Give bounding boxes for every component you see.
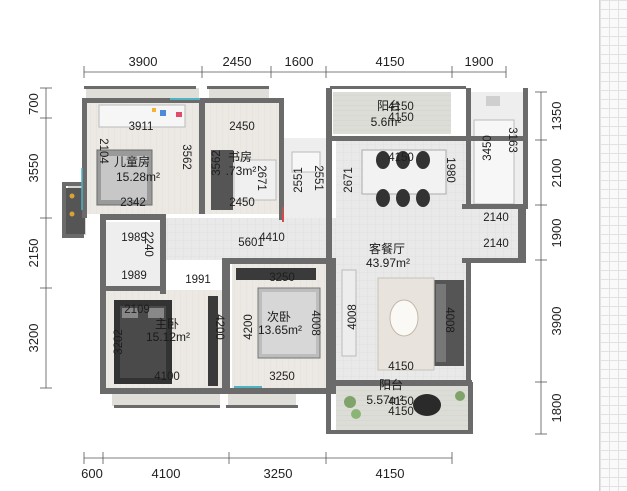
dim-bottom-2: 4100 — [152, 466, 181, 481]
room-area-second: 13.65m² — [258, 323, 302, 337]
dim-top-4: 4150 — [376, 54, 405, 69]
balcony-table-icon — [413, 394, 441, 416]
inner-dim-2240: 2240 — [142, 231, 154, 257]
inner-dim-2551-b: 2551 — [312, 165, 324, 191]
dim-left-2: 3550 — [26, 154, 41, 183]
dim-right-5: 1800 — [549, 394, 564, 423]
dim-top-5: 1900 — [465, 54, 494, 69]
inner-dim-4410: 4410 — [259, 232, 285, 244]
inner-dim-2671-a: 2671 — [255, 165, 267, 191]
inner-dim-2342: 2342 — [120, 197, 146, 209]
inner-dim-4200-b: 4200 — [243, 314, 255, 340]
inner-dim-1991: 1991 — [185, 274, 211, 286]
room-area-study: .73m² — [226, 164, 257, 178]
inner-dim-1989-b: 1989 — [121, 270, 147, 282]
inner-dim-2450-top: 2450 — [229, 121, 255, 133]
dim-right-2: 2100 — [549, 159, 564, 188]
inner-dim-3163: 3163 — [506, 127, 518, 153]
doors-windows — [81, 98, 284, 388]
room-name-study: 书房 — [228, 149, 252, 164]
inner-dimensions: 3911 2450 2104 3562 3562 2671 2342 2450 … — [97, 101, 518, 418]
inner-dim-2140-b: 2140 — [483, 238, 509, 250]
inner-dim-1989-a: 1989 — [121, 232, 147, 244]
dimension-lines — [40, 66, 547, 464]
inner-dim-4150-dining: 4150 — [388, 152, 414, 164]
dim-right-4: 3900 — [549, 307, 564, 336]
inner-dim-3562-a: 3562 — [180, 144, 192, 170]
inner-dim-4100-inner: 4100 — [154, 371, 180, 383]
dim-left-3: 2150 — [26, 239, 41, 268]
inner-dim-4150-balcony: 4150 — [388, 101, 414, 113]
room-name-balcony-bottom: 阳台 — [379, 377, 403, 392]
room-name-second: 次卧 — [267, 310, 291, 324]
room-area-master: 15.12m² — [146, 330, 190, 344]
room-area-living: 43.97m² — [366, 256, 410, 270]
inner-dim-3202: 3202 — [113, 329, 125, 355]
dim-top-1: 3900 — [129, 54, 158, 69]
inner-dim-5601: 5601 — [238, 237, 264, 249]
dim-bottom-3: 3250 — [264, 466, 293, 481]
inner-dim-3250-bottom: 3250 — [269, 371, 295, 383]
inner-dim-4200-a: 4200 — [213, 314, 225, 340]
inner-dim-2450-bottom: 2450 — [229, 197, 255, 209]
inner-dim-4008-c: 4008 — [443, 307, 455, 333]
inner-dim-2104: 2104 — [97, 138, 109, 164]
canvas-grid-background — [600, 0, 627, 491]
dim-left-4: 3200 — [26, 324, 41, 353]
inner-dim-4150-bottom-balcony-2: 4150 — [388, 406, 414, 418]
room-name-living: 客餐厅 — [369, 241, 405, 256]
room-name-kids: 儿童房 — [114, 154, 150, 169]
room-area-balcony-top: 5.6m² — [371, 115, 402, 129]
inner-dim-2140-a: 2140 — [483, 212, 509, 224]
dim-top-3: 1600 — [285, 54, 314, 69]
inner-dim-4008-a: 4008 — [309, 310, 321, 336]
inner-dim-3450: 3450 — [482, 135, 494, 161]
inner-dim-3911: 3911 — [129, 121, 154, 133]
inner-dim-3562-b: 3562 — [211, 150, 223, 176]
canvas-edge — [599, 0, 600, 491]
room-labels: 儿童房 15.28m² 书房 .73m² 阳台 5.6m² 客餐厅 43.97m… — [114, 98, 410, 407]
dimension-labels: 3900 2450 1600 4150 1900 600 4100 3250 4… — [26, 54, 564, 481]
inner-dim-4008-b: 4008 — [347, 304, 359, 330]
inner-dim-1980: 1980 — [444, 157, 456, 183]
room-name-master: 主卧 — [155, 317, 179, 331]
dim-bottom-1: 600 — [81, 466, 103, 481]
desk-icon — [211, 150, 233, 210]
inner-dim-4150-living: 4150 — [388, 361, 414, 373]
inner-dim-4150-balcony-2: 4150 — [388, 112, 414, 124]
dim-right-3: 1900 — [549, 219, 564, 248]
walls — [62, 86, 528, 434]
room-name-balcony-top: 阳台 — [377, 98, 401, 113]
furniture — [63, 96, 515, 419]
room-area-kids: 15.28m² — [116, 170, 160, 184]
inner-dim-2671-b: 2671 — [343, 167, 355, 193]
dim-bottom-4: 4150 — [376, 466, 405, 481]
inner-dim-3250-top: 3250 — [269, 272, 295, 284]
inner-dim-2109: 2109 — [124, 304, 150, 316]
room-area-balcony-bottom: 5.57m² — [366, 393, 403, 407]
dim-left-1: 700 — [26, 93, 41, 115]
dim-right-1: 1350 — [549, 102, 564, 131]
inner-dim-4150-bottom-balcony: 4150 — [388, 396, 414, 408]
inner-dim-2551-a: 2551 — [293, 167, 305, 193]
dim-top-2: 2450 — [223, 54, 252, 69]
